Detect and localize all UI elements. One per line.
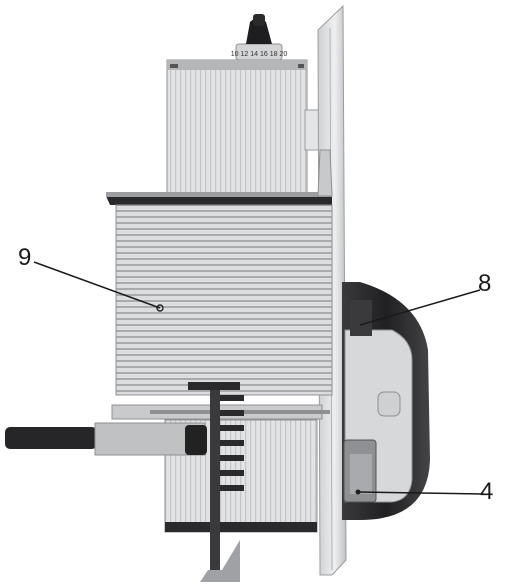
callout-label-8: 8 [478,270,492,297]
dial-marks-text: 10 12 14 16 18 20 [231,51,288,58]
power-switch [343,439,377,503]
upper-housing [166,59,322,197]
leader-line-8 [359,289,481,326]
leader-line-4 [357,491,485,495]
thickness-dial: 10 12 14 16 18 20 [231,14,288,61]
pusher-handle [5,422,207,456]
food-holder [188,382,244,582]
leader-line-9 [33,261,161,309]
callout-label-9: 9 [18,244,32,271]
carriage-top [106,149,333,205]
carriage-ribbed [115,204,333,396]
callout-label-4: 4 [480,478,494,505]
